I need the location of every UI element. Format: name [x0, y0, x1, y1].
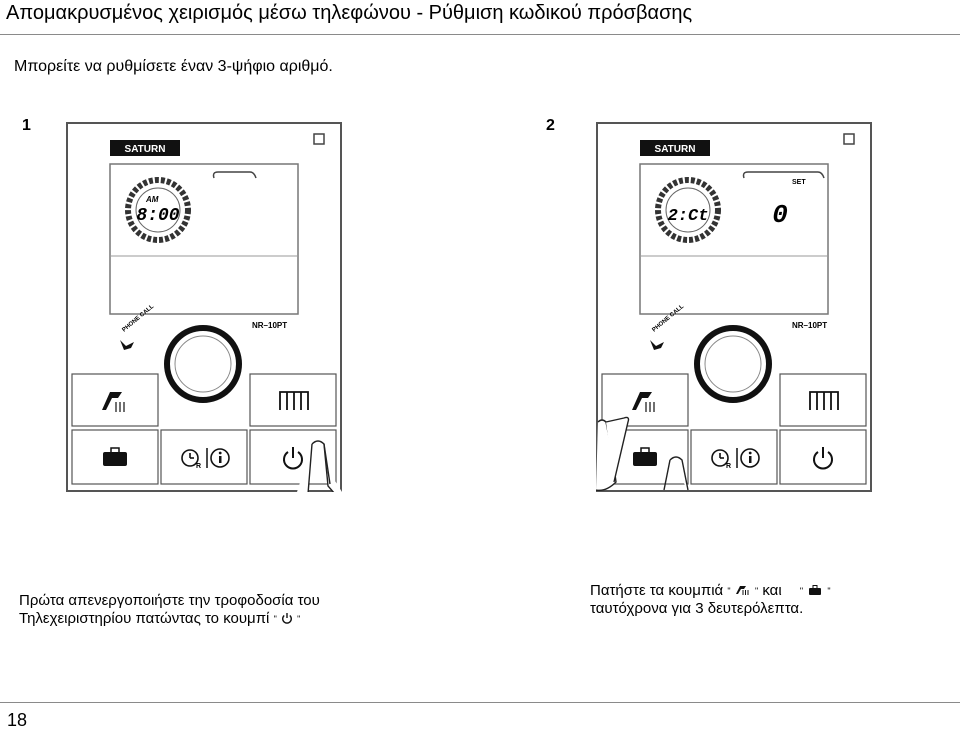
header-divider [0, 34, 960, 35]
shower-button [71, 373, 159, 427]
step-1-caption: Πρώτα απενεργοποιήστε την τροφοδοσία του… [19, 592, 320, 628]
brand-label: SATURN [655, 144, 696, 155]
indicator-square-icon [843, 133, 855, 145]
lcd-display [109, 163, 299, 315]
power-icon [813, 447, 833, 470]
brand-badge [640, 140, 710, 156]
brand-badge [110, 140, 180, 156]
lcd-display [639, 163, 829, 315]
clock-dial-icon [655, 177, 721, 243]
phone-icon [650, 340, 664, 350]
timer-info-button [160, 429, 248, 485]
footer-divider [0, 702, 960, 703]
info-icon [740, 448, 760, 468]
svg-text:R: R [726, 463, 731, 470]
shower-icon [102, 392, 125, 412]
step-1-caption-line2-row: Τηλεχειριστηρίου πατώντας το κουμπί " " [19, 610, 301, 627]
step-2-caption-line2: ταυτόχρονα για 3 δευτερόλεπτα. [590, 600, 804, 617]
model-label: NR–10PT [252, 321, 287, 330]
remote-control-step-1: SATURN AM 8:00 PHONE CALL NR–10PT R [66, 122, 342, 492]
heater-icon [809, 391, 839, 410]
heater-button [249, 373, 337, 427]
page-title: Απομακρυσμένος χειρισμός μέσω τηλεφώνου … [6, 2, 693, 24]
suitcase-icon [633, 447, 657, 466]
step-2-caption-and: και [762, 582, 782, 599]
step-1-number: 1 [22, 117, 31, 134]
phone-icon [120, 340, 134, 350]
svg-text:R: R [196, 463, 201, 470]
page-subtitle: Μπορείτε να ρυθμίσετε έναν 3-ψήφιο αριθμ… [14, 58, 333, 75]
pressing-hand-right-icon [663, 456, 689, 491]
display-code: 2:Ct [668, 207, 709, 226]
step-1-caption-line1: Πρώτα απενεργοποιήστε την τροφοδοσία του [19, 592, 320, 609]
pressing-hand-icon [297, 440, 342, 492]
remote-control-step-2: SATURN SET 2:Ct 0 PHONE CALL NR–10PT R [596, 122, 872, 492]
step-2-caption-line1: Πατήστε τα κουμπιά [590, 582, 724, 599]
svg-text:AM: AM [145, 195, 159, 204]
display-time: 8:00 [136, 206, 179, 226]
set-label: SET [792, 179, 806, 186]
step-2-caption: Πατήστε τα κουμπιά " " και " " ταυτόχρον… [590, 582, 831, 618]
heater-icon [279, 391, 309, 410]
timer-info-button [690, 429, 778, 485]
power-icon [281, 613, 292, 624]
shower-button [601, 373, 689, 427]
display-value: 0 [772, 200, 788, 230]
clock-dial-icon [125, 177, 191, 243]
suitcase-icon [103, 447, 127, 466]
power-icon [283, 447, 303, 470]
brand-label: SATURN [125, 144, 166, 155]
heater-button [779, 373, 867, 427]
shower-icon [735, 586, 749, 595]
pressing-hand-left-icon [596, 416, 630, 492]
timer-reset-icon [711, 449, 729, 467]
shower-icon [632, 392, 655, 412]
suitcase-icon [809, 585, 822, 595]
page-number: 18 [7, 710, 28, 730]
step-2-caption-line1-row: Πατήστε τα κουμπιά " " και " " [590, 582, 831, 599]
step-2-number: 2 [546, 117, 555, 134]
info-icon [210, 448, 230, 468]
timer-reset-icon [181, 449, 199, 467]
step-1-caption-line2: Τηλεχειριστηρίου πατώντας το κουμπί [19, 610, 270, 627]
model-label: NR–10PT [792, 321, 827, 330]
indicator-square-icon [313, 133, 325, 145]
